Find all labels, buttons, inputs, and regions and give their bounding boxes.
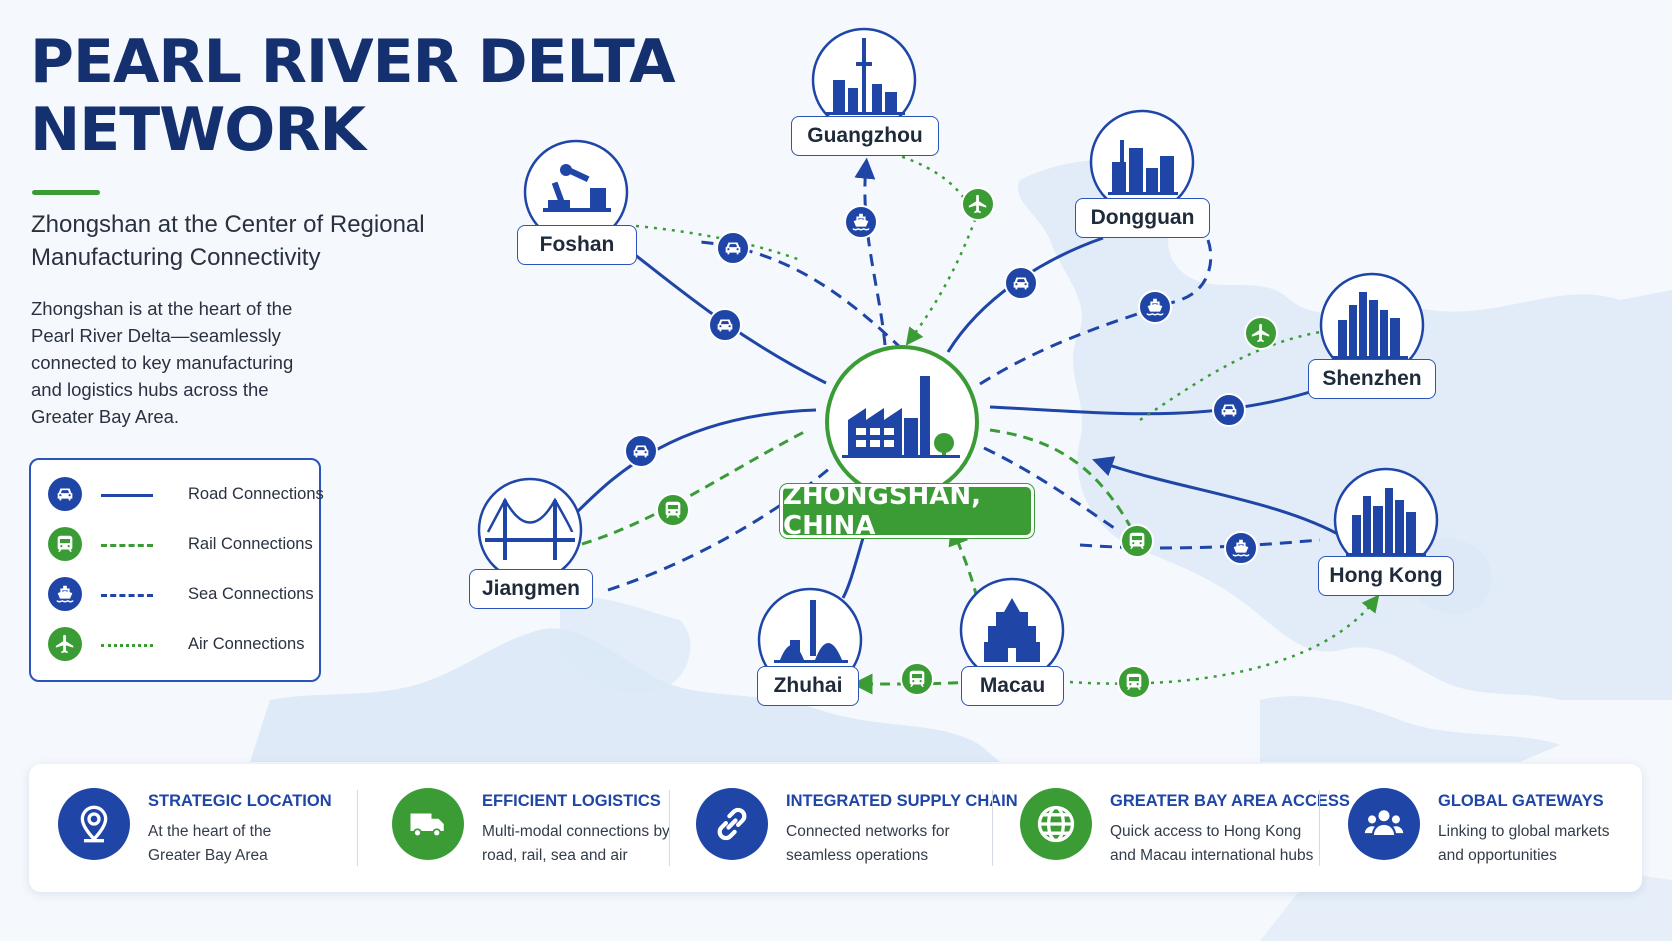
- car-icon: [708, 308, 742, 342]
- legend-line-road: [101, 494, 153, 497]
- train-icon: [1120, 524, 1154, 558]
- sea-dongguan: [979, 239, 1213, 386]
- legend-label: Rail Connections: [188, 535, 313, 553]
- plane-icon: [1244, 316, 1278, 350]
- rail-jiangmen: [581, 428, 809, 546]
- tower-skyline-icon: [811, 27, 917, 133]
- location-pin-icon: [58, 788, 130, 860]
- feature-desc: Connected networks for seamless operatio…: [786, 823, 950, 864]
- feature-global-gateways: GLOBAL GATEWAYS Linking to global market…: [1348, 764, 1628, 892]
- feature-strategic-location: STRATEGIC LOCATION At the heart of the G…: [58, 764, 348, 892]
- title-line-2: NETWORK: [30, 95, 366, 165]
- city-label-dongguan: Dongguan: [1075, 198, 1210, 238]
- legend: Road Connections Rail Connections Sea Co…: [29, 458, 324, 682]
- legend-line-rail: [101, 544, 153, 547]
- train-icon: [1117, 665, 1151, 699]
- feature-title: INTEGRATED SUPPLY CHAIN: [786, 792, 1018, 810]
- car-icon: [624, 434, 658, 468]
- divider: [357, 790, 358, 866]
- feature-title: GLOBAL GATEWAYS: [1438, 792, 1604, 810]
- transport-badges: [624, 187, 1278, 699]
- intro-text: Zhongshan is at the heart of the Pearl R…: [31, 298, 294, 427]
- feature-title: EFFICIENT LOGISTICS: [482, 792, 661, 810]
- title-accent-bar: [32, 190, 100, 195]
- legend-label: Road Connections: [188, 485, 324, 503]
- plane-icon: [961, 187, 995, 221]
- ship-icon: [1138, 290, 1172, 324]
- city-label-jiangmen: Jiangmen: [469, 569, 593, 609]
- car-icon: [716, 231, 750, 265]
- legend-line-air: [101, 644, 153, 647]
- sea-guangzhou: [854, 157, 887, 346]
- legend-label: Sea Connections: [188, 585, 314, 603]
- air-guangzhou: [899, 154, 977, 346]
- legend-item-sea: Sea Connections: [48, 577, 314, 613]
- globe-icon: [1020, 788, 1092, 860]
- factory-buildings-icon: [1089, 109, 1195, 215]
- road-hongkong: [1092, 456, 1346, 540]
- air-shenzhen: [1139, 330, 1321, 422]
- chain-link-icon: [696, 788, 768, 860]
- train-icon: [48, 527, 82, 561]
- feature-greater-bay-area-access: GREATER BAY AREA ACCESS Quick access to …: [1020, 764, 1350, 892]
- robot-arm-icon: [523, 139, 629, 245]
- ship-icon: [48, 577, 82, 611]
- city-label-hongkong: Hong Kong: [1318, 556, 1454, 596]
- sea-hub-east: [983, 446, 1121, 534]
- bridge-icon: [477, 477, 583, 583]
- title-line-1: PEARL RIVER DELTA: [30, 27, 676, 97]
- city-label-guangzhou: Guangzhou: [791, 116, 939, 156]
- city-label-foshan: Foshan: [517, 225, 637, 265]
- subtitle: Zhongshan at the Center of Regional Manu…: [31, 211, 425, 271]
- city-label-macau: Macau: [961, 666, 1064, 706]
- ship-icon: [1224, 531, 1258, 565]
- feature-title: STRATEGIC LOCATION: [148, 792, 332, 810]
- city-skyline-icon: [1333, 467, 1439, 573]
- car-icon: [1004, 266, 1038, 300]
- plane-icon: [48, 627, 82, 661]
- people-icon: [1348, 788, 1420, 860]
- train-icon: [900, 662, 934, 696]
- feature-desc: Quick access to Hong Kong and Macau inte…: [1110, 823, 1314, 864]
- hub-label-zhongshan: ZHONGSHAN, CHINA: [780, 481, 1034, 541]
- road-zhuhai: [841, 537, 865, 599]
- train-icon: [656, 493, 690, 527]
- divider: [992, 790, 993, 866]
- ship-icon: [844, 205, 878, 239]
- page-title: PEARL RIVER DELTA NETWORK: [30, 27, 676, 165]
- features-bar: STRATEGIC LOCATION At the heart of the G…: [29, 764, 1642, 892]
- car-icon: [1212, 393, 1246, 427]
- factory-icon: [825, 345, 979, 499]
- legend-label: Air Connections: [188, 635, 305, 653]
- city-label-zhuhai: Zhuhai: [757, 666, 859, 706]
- legend-item-air: Air Connections: [48, 627, 308, 663]
- feature-integrated-supply-chain: INTEGRATED SUPPLY CHAIN Connected networ…: [696, 764, 1018, 892]
- divider: [1319, 790, 1320, 866]
- feature-desc: Multi-modal connections by road, rail, s…: [482, 823, 670, 864]
- feature-desc: At the heart of the Greater Bay Area: [148, 823, 272, 864]
- car-icon: [48, 477, 82, 511]
- legend-line-sea: [101, 594, 153, 597]
- divider: [669, 790, 670, 866]
- legend-item-road: Road Connections: [48, 477, 324, 513]
- rail-hub-east: [989, 428, 1137, 536]
- rail-macau-hub: [948, 524, 979, 599]
- feature-efficient-logistics: EFFICIENT LOGISTICS Multi-modal connecti…: [392, 764, 682, 892]
- legend-item-rail: Rail Connections: [48, 527, 313, 563]
- truck-icon: [392, 788, 464, 860]
- feature-desc: Linking to global markets and opportunit…: [1438, 823, 1610, 864]
- feature-title: GREATER BAY AREA ACCESS: [1110, 792, 1350, 810]
- city-label-shenzhen: Shenzhen: [1308, 359, 1436, 399]
- land-masses: [250, 160, 1672, 941]
